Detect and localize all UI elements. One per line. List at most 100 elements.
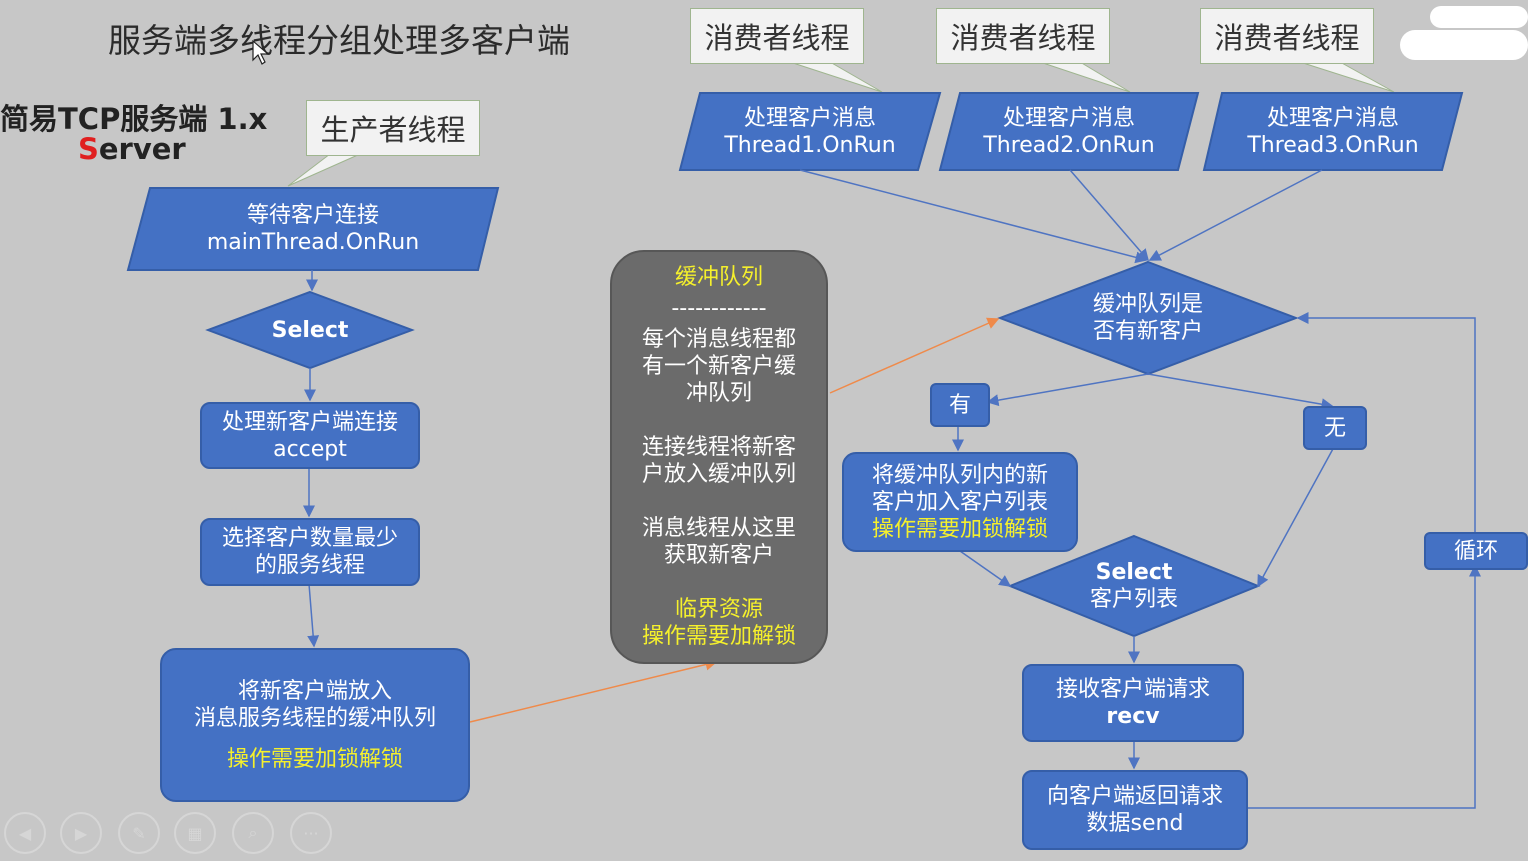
wait-connection-node <box>126 187 500 271</box>
thread1-node <box>678 92 942 171</box>
arrow-check-yes <box>986 373 1149 407</box>
select-client-line2: 客户列表 <box>1089 587 1178 612</box>
callout-tail-consumer2 <box>1039 61 1131 93</box>
wait-line1: 等待客户连接 <box>246 203 379 228</box>
buffer-p3-line: 消息线程从这里 <box>641 516 796 541</box>
check-line1: 缓冲队列是 <box>1092 292 1203 317</box>
buffer-p1-line: 每个消息线程都 <box>641 327 796 352</box>
buffer-p3: 消息线程从这里 获取新客户 <box>642 515 796 569</box>
no-label-box: 无 <box>1303 406 1367 450</box>
thread3-line2: Thread3.OnRun <box>1247 132 1419 158</box>
thread2-node <box>938 92 1200 171</box>
arrow-no-select <box>1257 446 1335 588</box>
recv-line1: 接收客户端请求 <box>1055 677 1210 702</box>
buffer-queue-panel: 缓冲队列 ------------ 每个消息线程都 有一个新客户缓 冲队列 连接… <box>610 250 828 664</box>
pen-icon[interactable]: ✎ <box>118 812 160 854</box>
add-line1: 将缓冲队列内的新 <box>871 462 1048 488</box>
callout-consumer-thread-2: 消费者线程 <box>936 8 1110 64</box>
loop-label: 循环 <box>1453 538 1498 564</box>
select-label: Select <box>271 317 349 343</box>
send-node: 向客户端返回请求 数据send <box>1022 770 1248 850</box>
add-clients-node: 将缓冲队列内的新 客户加入客户列表 操作需要加锁解锁 <box>842 452 1078 552</box>
wait-line2: mainThread.OnRun <box>206 230 420 255</box>
callout-consumer-thread-1: 消费者线程 <box>690 8 864 64</box>
zoom-icon[interactable]: ⌕ <box>232 812 274 854</box>
loop-label-box: 循环 <box>1424 532 1528 570</box>
buffer-p4-line: 临界资源 <box>674 597 763 622</box>
yes-label-box: 有 <box>930 383 990 427</box>
buffer-divider: ------------ <box>671 296 767 321</box>
callout-tail-consumer3 <box>1299 61 1395 93</box>
mouse-cursor-icon <box>252 40 270 65</box>
arrow-buffer-check <box>829 317 1000 394</box>
accept-line1: 处理新客户端连接 <box>221 409 398 435</box>
accept-line2: accept <box>273 436 347 462</box>
add-line2: 客户加入客户列表 <box>871 489 1048 515</box>
no-label: 无 <box>1323 415 1346 441</box>
buffer-title: 缓冲队列 <box>674 265 763 290</box>
arrow-choose-put <box>307 583 320 648</box>
buffer-p1-line: 冲队列 <box>685 381 752 406</box>
add-line3: 操作需要加锁解锁 <box>871 516 1048 542</box>
buffer-p4-line: 操作需要加解锁 <box>641 624 796 649</box>
recv-node: 接收客户端请求 recv <box>1022 664 1244 742</box>
right-arrow-icon[interactable]: ▶ <box>60 812 102 854</box>
select-text: Select <box>208 292 412 368</box>
check-buffer-text: 缓冲队列是 否有新客户 <box>1000 262 1296 374</box>
page-title: 服务端多线程分组处理多客户端 <box>108 21 570 60</box>
thread1-line2: Thread1.OnRun <box>724 132 896 158</box>
arrow-put-buffer <box>469 658 718 723</box>
recv-line2: recv <box>1106 704 1160 729</box>
put-client-node: 将新客户端放入 消息服务线程的缓冲队列 操作需要加锁解锁 <box>160 648 470 802</box>
thread3-text: 处理客户消息 Thread3.OnRun <box>1213 93 1453 170</box>
thread3-line1: 处理客户消息 <box>1266 105 1399 131</box>
accept-node: 处理新客户端连接 accept <box>200 402 420 469</box>
arrow-thread3-check <box>1148 169 1323 261</box>
put-line3: 操作需要加锁解锁 <box>226 746 403 772</box>
callout-producer-thread: 生产者线程 <box>306 100 480 156</box>
server-label-line2: Server <box>78 132 186 166</box>
thread1-line1: 处理客户消息 <box>743 105 876 131</box>
buffer-p2-line: 户放入缓冲队列 <box>641 462 796 487</box>
redaction-blob <box>1400 30 1528 60</box>
arrow-loop-check <box>1296 312 1476 532</box>
arrow-thread2-check <box>1069 169 1149 262</box>
choose-thread-node: 选择客户数量最少 的服务线程 <box>200 518 420 586</box>
thread2-line1: 处理客户消息 <box>1002 105 1135 131</box>
left-arrow-icon[interactable]: ◀ <box>4 812 46 854</box>
arrow-thread1-check <box>799 169 1148 264</box>
thread3-node <box>1202 92 1464 171</box>
buffer-p1-line: 有一个新客户缓 <box>641 354 796 379</box>
buffer-p4: 临界资源 操作需要加解锁 <box>642 596 796 650</box>
callout-consumer-thread-3: 消费者线程 <box>1200 8 1374 64</box>
wait-connection-text: 等待客户连接 mainThread.OnRun <box>140 188 486 270</box>
send-line1: 向客户端返回请求 <box>1046 784 1223 809</box>
buffer-p3-line: 获取新客户 <box>663 543 774 568</box>
arrow-add-select <box>959 550 1012 587</box>
put-line1: 将新客户端放入 <box>237 678 392 704</box>
select-client-list-text: Select 客户列表 <box>1010 536 1258 636</box>
arrow-send-loop <box>1246 564 1481 809</box>
choose-line2: 的服务线程 <box>254 553 365 578</box>
server-label-rest: erver <box>98 132 186 166</box>
redaction-blob <box>1430 6 1528 28</box>
buffer-p1: 每个消息线程都 有一个新客户缓 冲队列 <box>642 326 796 407</box>
check-line2: 否有新客户 <box>1092 319 1203 344</box>
slides-icon[interactable]: ▦ <box>174 812 216 854</box>
thread2-text: 处理客户消息 Thread2.OnRun <box>950 93 1188 170</box>
select-client-line1: Select <box>1095 560 1173 585</box>
callout-tail-consumer1 <box>789 61 883 93</box>
server-label-line1: 简易TCP服务端 1.x <box>0 102 268 136</box>
send-line2: 数据send <box>1086 811 1184 836</box>
choose-line1: 选择客户数量最少 <box>221 526 398 551</box>
thread1-text: 处理客户消息 Thread1.OnRun <box>690 93 930 170</box>
yes-label: 有 <box>948 392 971 418</box>
arrow-check-no <box>1147 373 1334 411</box>
buffer-p2: 连接线程将新客 户放入缓冲队列 <box>642 434 796 488</box>
put-line2: 消息服务线程的缓冲队列 <box>193 705 436 731</box>
callout-tail-producer <box>287 153 361 187</box>
server-label-first-letter: S <box>78 132 99 166</box>
thread2-line2: Thread2.OnRun <box>983 132 1155 158</box>
more-icon[interactable]: ··· <box>290 812 332 854</box>
